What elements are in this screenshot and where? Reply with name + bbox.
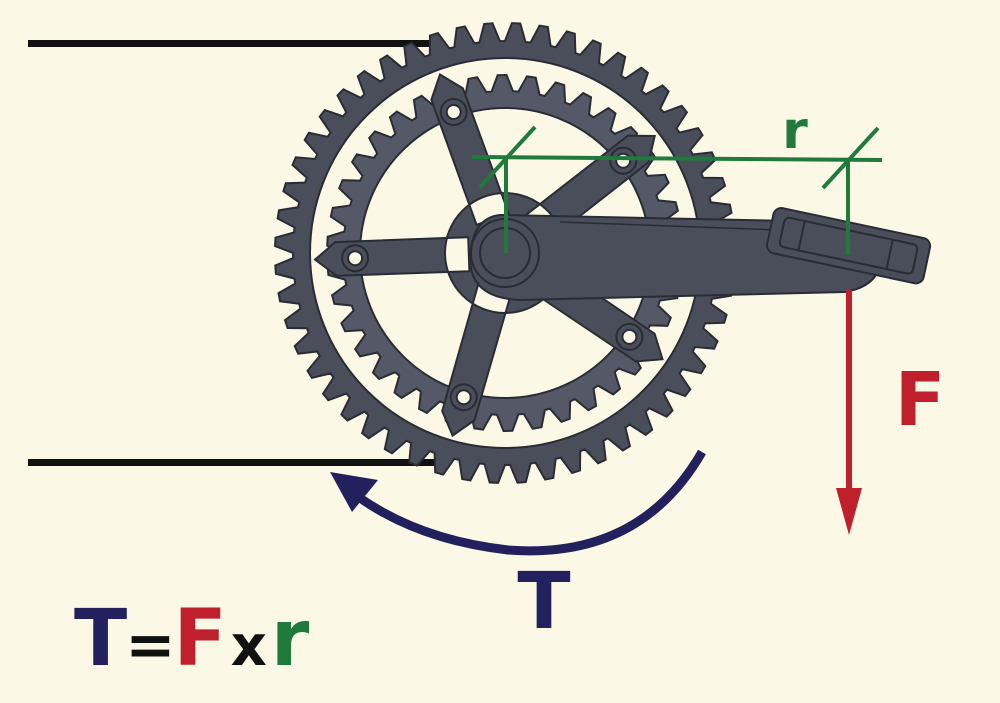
radius-dimension	[471, 125, 883, 255]
formula-equals: =	[125, 610, 175, 680]
pedal-rib	[885, 239, 894, 270]
radius-label: r	[782, 101, 808, 161]
bolt-hole	[347, 250, 364, 267]
pedal-cage	[778, 216, 919, 275]
outer-chainring	[274, 22, 736, 484]
curved-arrow-icon	[330, 449, 706, 556]
bolt-hole	[621, 328, 638, 345]
torque-arc	[357, 449, 706, 556]
chain-bottom-line	[28, 459, 440, 466]
chainring-bolts	[341, 98, 644, 412]
radius-line	[471, 155, 883, 162]
arrow-down-icon	[836, 290, 862, 535]
force-arrow-shaft	[846, 290, 852, 495]
bolt-hole	[455, 389, 472, 406]
crankset-icon	[274, 22, 932, 484]
force-label: F	[895, 357, 946, 443]
formula-torque: T	[74, 594, 127, 684]
chain	[28, 40, 440, 466]
formula-radius: r	[270, 594, 309, 684]
pedal-rib	[797, 220, 806, 251]
chain-top-line	[28, 40, 440, 47]
bolt-hole	[615, 152, 632, 169]
bolt-hole	[445, 104, 462, 120]
torque-arrow-head	[330, 472, 378, 512]
torque-label: T	[517, 557, 570, 647]
formula-force: F	[173, 594, 227, 684]
force-arrow-head	[836, 488, 862, 535]
radius-tick-right	[821, 126, 880, 190]
formula-times: x	[230, 614, 267, 679]
